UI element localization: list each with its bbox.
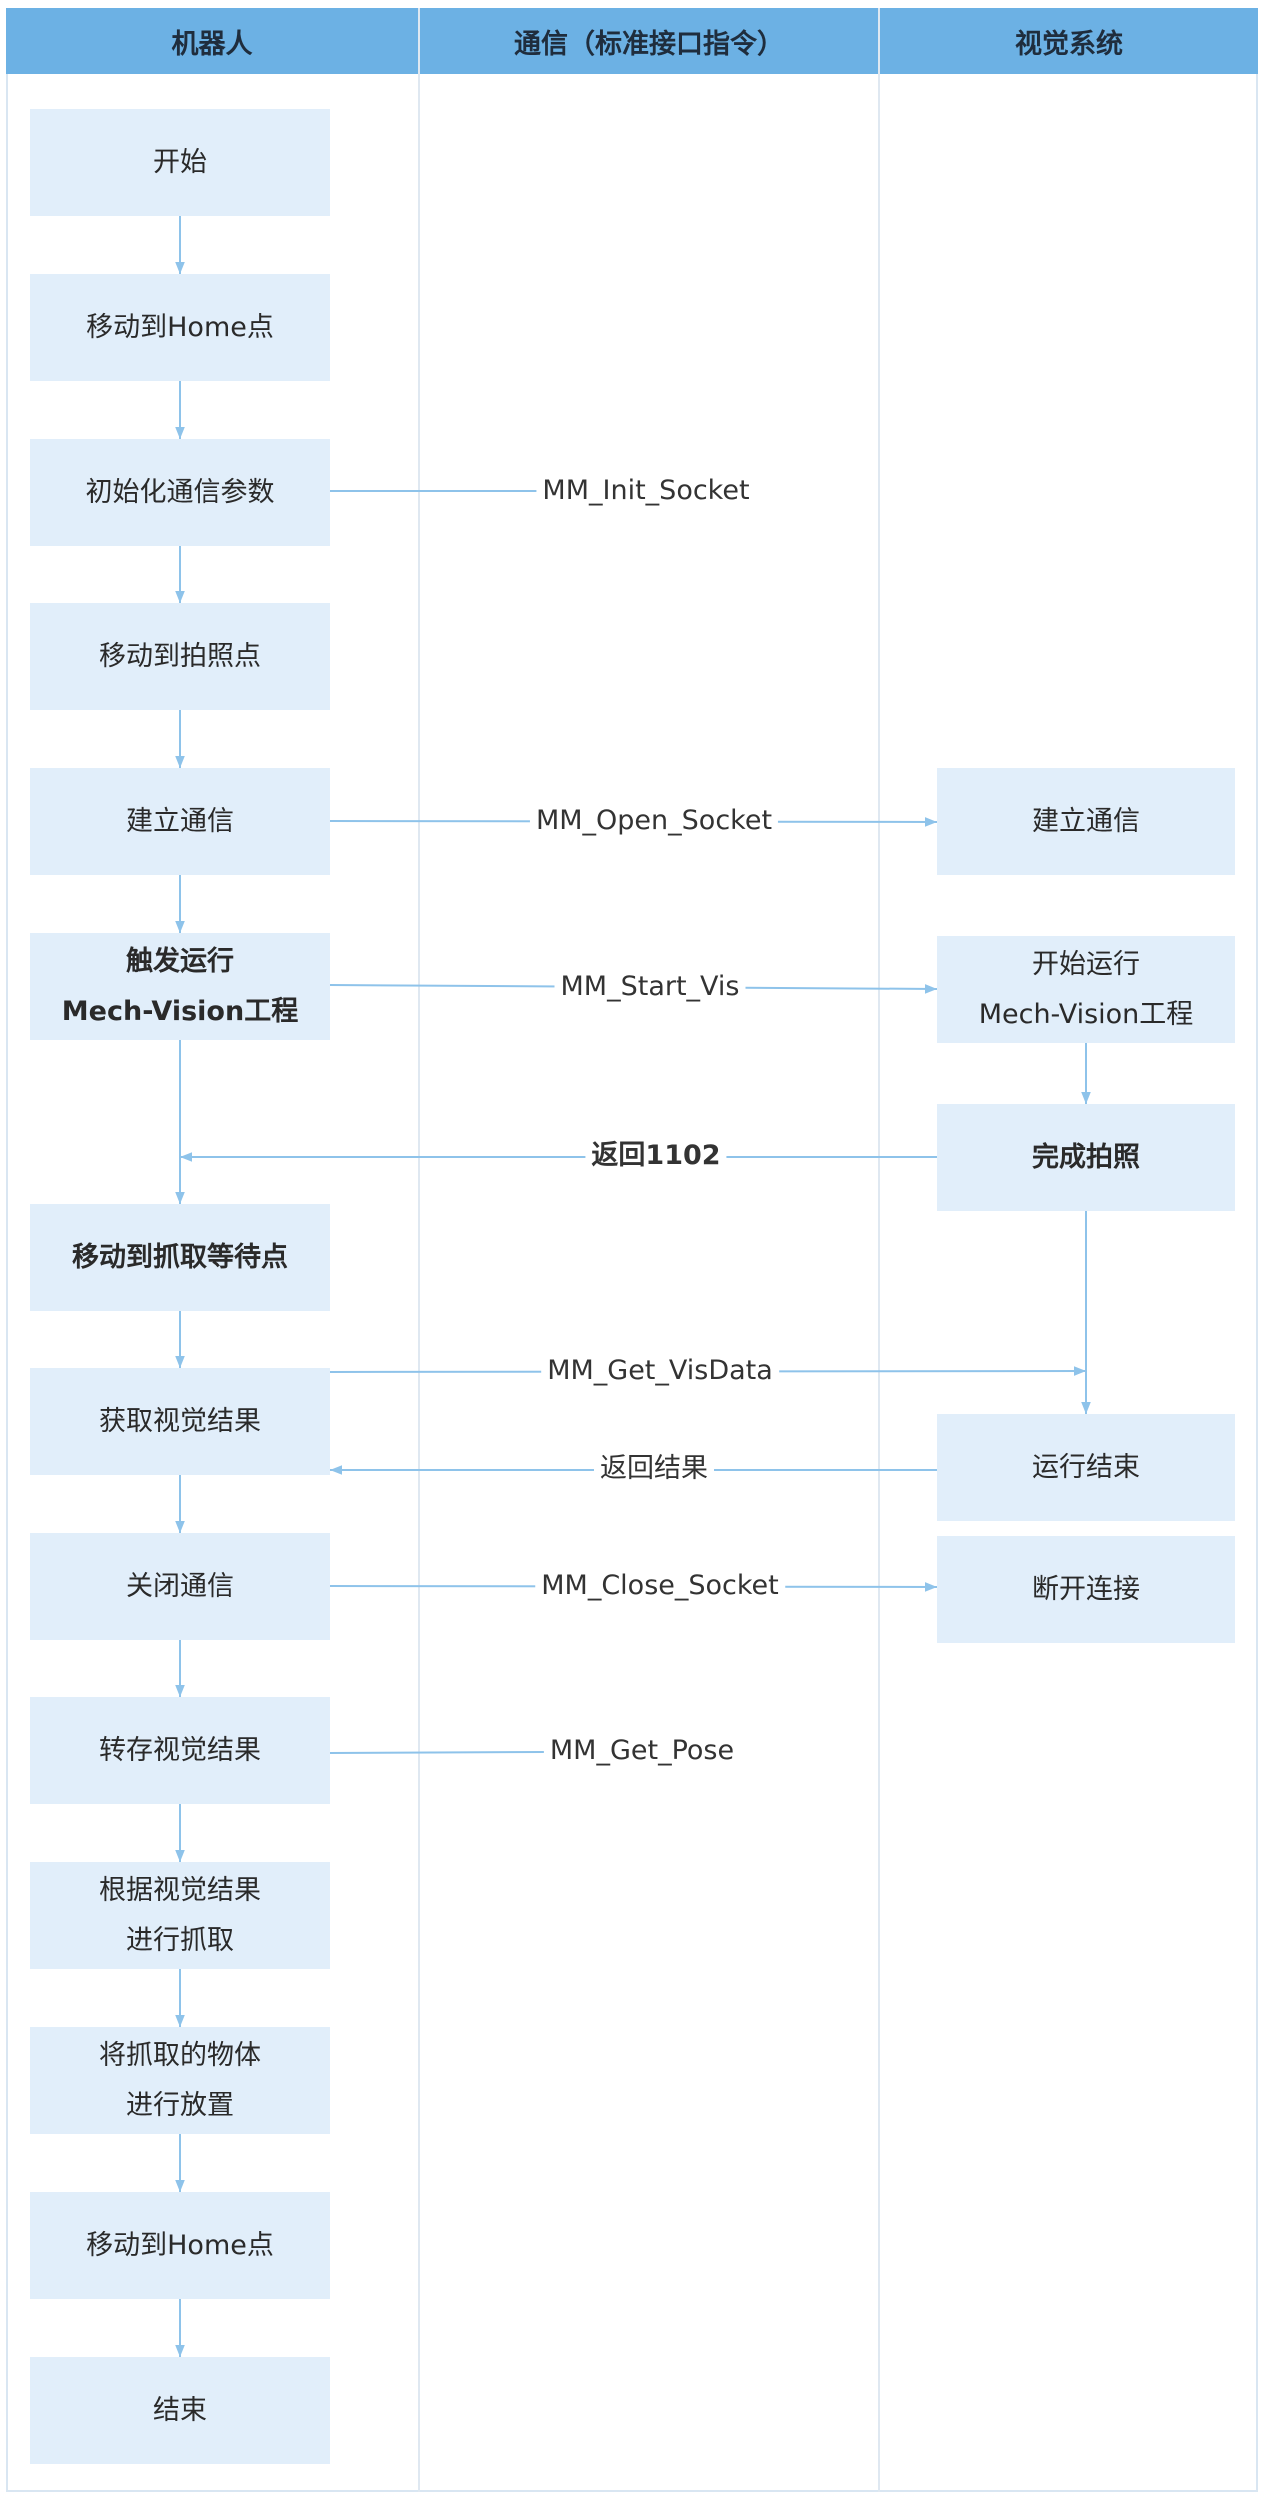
- message-label-7: MM_Close_Socket: [535, 1569, 785, 1603]
- lane-header-robot: 机器人: [6, 8, 418, 74]
- vision-step-2: 开始运行 Mech-Vision工程: [937, 936, 1235, 1043]
- message-label-6: 返回结果: [594, 1452, 714, 1486]
- robot-step-12: 将抓取的物体进行放置: [30, 2027, 330, 2134]
- vision-step-label: 开始运行: [1031, 948, 1140, 980]
- message-label-4: 返回1102: [585, 1139, 727, 1173]
- vision-step-1: 建立通信: [937, 768, 1235, 875]
- robot-step-label: 关闭通信: [126, 1570, 234, 1602]
- robot-step-1: 开始: [30, 109, 330, 216]
- vision-step-label: 运行结束: [1032, 1451, 1140, 1483]
- robot-step-label: 移动到Home点: [86, 311, 274, 343]
- message-label-3: MM_Start_Vis: [554, 970, 746, 1004]
- robot-step-2: 移动到Home点: [30, 274, 330, 381]
- robot-step-label: 初始化通信参数: [85, 476, 275, 508]
- lane-divider-1: [418, 8, 420, 2492]
- robot-step-14: 结束: [30, 2357, 330, 2464]
- robot-step-11: 根据视觉结果进行抓取: [30, 1862, 330, 1969]
- robot-step-label: 建立通信: [126, 805, 234, 837]
- lane-divider-2: [878, 8, 880, 2492]
- vision-step-label: 建立通信: [1032, 805, 1140, 837]
- message-arrow-8: [329, 1751, 546, 1754]
- robot-step-label: 将抓取的物体: [99, 2039, 261, 2071]
- robot-step-8: 获取视觉结果: [30, 1368, 330, 1475]
- robot-step-label: 转存视觉结果: [99, 1734, 261, 1766]
- robot-step-label: 获取视觉结果: [99, 1405, 261, 1437]
- robot-step-6: 触发运行 Mech-Vision工程: [30, 933, 330, 1040]
- robot-step-4: 移动到拍照点: [30, 603, 330, 710]
- lane-header-vision: 视觉系统: [880, 8, 1258, 74]
- robot-step-label: 根据视觉结果: [99, 1874, 261, 1906]
- robot-step-label: 移动到抓取等待点: [72, 1241, 288, 1273]
- robot-step-label: 移动到Home点: [86, 2229, 274, 2261]
- robot-step-label: 触发运行: [125, 945, 234, 977]
- robot-step-label: 进行抓取: [126, 1924, 234, 1956]
- robot-step-3: 初始化通信参数: [30, 439, 330, 546]
- robot-step-5: 建立通信: [30, 768, 330, 875]
- robot-step-label: 移动到拍照点: [99, 640, 261, 672]
- vision-step-label: 断开连接: [1032, 1573, 1140, 1605]
- robot-step-7: 移动到抓取等待点: [30, 1204, 330, 1311]
- robot-step-label: Mech-Vision工程: [61, 995, 299, 1027]
- vision-step-5: 断开连接: [937, 1536, 1235, 1643]
- message-label-5: MM_Get_VisData: [541, 1354, 779, 1388]
- robot-step-10: 转存视觉结果: [30, 1697, 330, 1804]
- robot-step-9: 关闭通信: [30, 1533, 330, 1640]
- message-label-8: MM_Get_Pose: [543, 1734, 741, 1768]
- vision-step-label: 完成拍照: [1032, 1141, 1140, 1173]
- message-label-1: MM_Init_Socket: [536, 474, 756, 508]
- vision-step-3: 完成拍照: [937, 1104, 1235, 1211]
- robot-step-label: 开始: [153, 146, 207, 178]
- robot-step-13: 移动到Home点: [30, 2192, 330, 2299]
- message-label-2: MM_Open_Socket: [529, 804, 779, 838]
- robot-step-label: 进行放置: [126, 2089, 234, 2121]
- lane-header-communication: 通信（标准接口指令）: [420, 8, 878, 74]
- vision-step-label: Mech-Vision工程: [978, 998, 1194, 1030]
- vision-step-4: 运行结束: [937, 1414, 1235, 1521]
- robot-step-label: 结束: [153, 2394, 207, 2426]
